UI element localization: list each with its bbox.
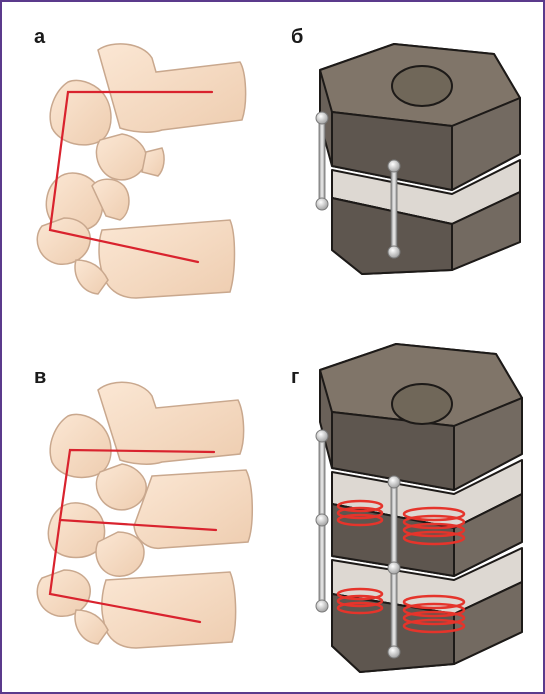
vertebra-lower-a bbox=[37, 173, 234, 298]
vertebra-upper-a bbox=[50, 44, 245, 180]
block-model-b bbox=[320, 44, 520, 274]
spine-segment-v bbox=[37, 382, 252, 648]
spine-segment-a bbox=[37, 44, 245, 298]
